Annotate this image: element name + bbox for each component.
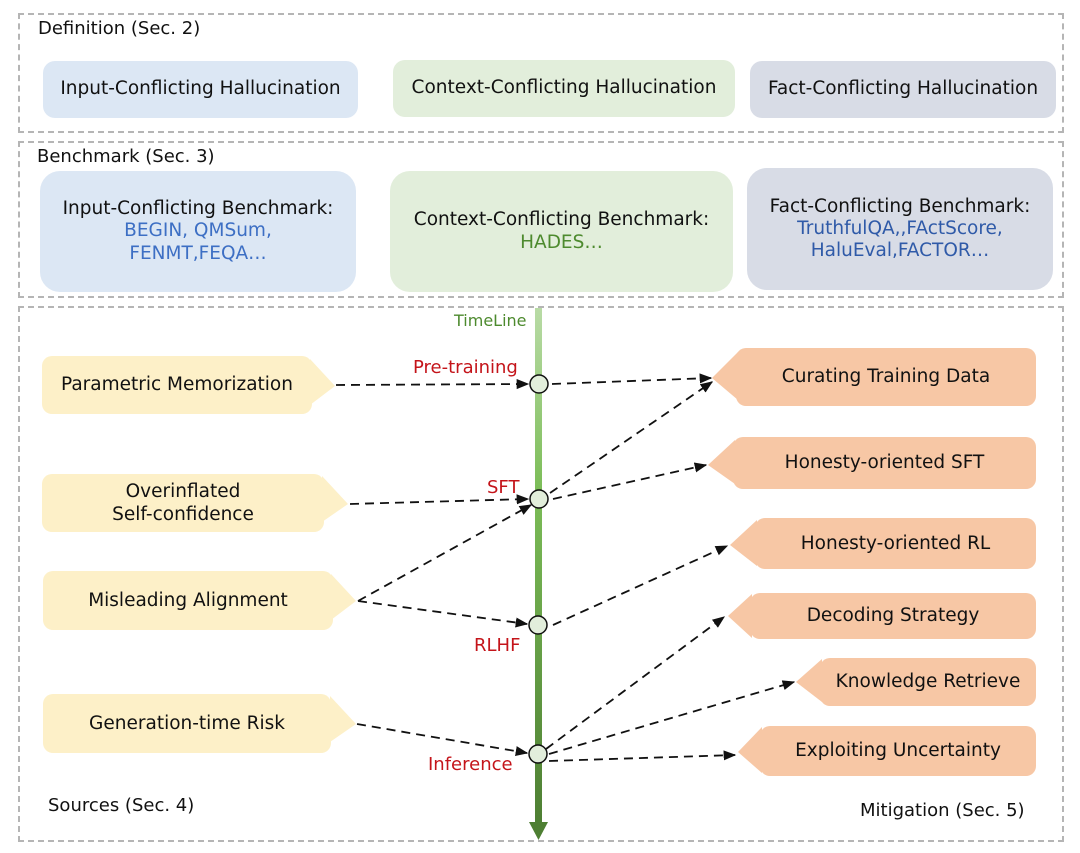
timeline-axis bbox=[535, 308, 542, 824]
edge-inference-decoding bbox=[545, 616, 726, 750]
source-label: Self-confidence bbox=[112, 504, 254, 525]
edge-inference-exploiting bbox=[548, 750, 737, 762]
benchmark-list: BEGIN, QMSum, bbox=[124, 220, 272, 242]
edge-sft-honesty-sft bbox=[552, 462, 708, 500]
stage-node-inference bbox=[528, 744, 548, 764]
definition-fact-conflicting: Fact-Conflicting Hallucination bbox=[750, 61, 1056, 118]
mitigation-honesty-oriented-rl: Honesty-oriented RL bbox=[755, 518, 1036, 569]
mitigation-callout-pointer bbox=[728, 594, 752, 638]
timeline-label: TimeLine bbox=[454, 311, 527, 330]
mitigation-title: Mitigation (Sec. 5) bbox=[860, 800, 1025, 821]
source-label: Parametric Memorization bbox=[61, 374, 293, 396]
stage-label-pretraining: Pre-training bbox=[413, 357, 518, 378]
mitigation-label: Decoding Strategy bbox=[806, 605, 980, 627]
mitigation-label: Honesty-oriented SFT bbox=[784, 452, 985, 474]
benchmark-heading: Fact-Conflicting Benchmark: bbox=[769, 195, 1031, 217]
mitigation-knowledge-retrieve: Knowledge Retrieve bbox=[820, 658, 1036, 706]
edge-pretraining-curating bbox=[551, 373, 713, 385]
edge-overinflated-sft bbox=[349, 494, 530, 505]
source-callout-pointer bbox=[331, 574, 356, 620]
source-label: Overinflated bbox=[125, 480, 241, 502]
definition-label: Context-Conflicting Hallucination bbox=[411, 77, 717, 99]
benchmark-list: TruthfulQA,,FActScore, bbox=[797, 217, 1003, 239]
source-callout-pointer bbox=[322, 476, 348, 522]
timeline-arrowhead bbox=[529, 822, 548, 840]
stage-label-rlhf: RLHF bbox=[474, 635, 521, 656]
edge-inference-knowledge bbox=[548, 680, 796, 755]
definition-label: Input-Conflicting Hallucination bbox=[60, 78, 341, 100]
edge-misleading-sft bbox=[357, 504, 533, 602]
definition-title: Definition (Sec. 2) bbox=[38, 18, 201, 39]
timeline-panel bbox=[18, 306, 1064, 842]
benchmark-panel bbox=[18, 141, 1064, 298]
stage-node-sft bbox=[529, 489, 549, 509]
mitigation-label: Exploiting Uncertainty bbox=[795, 740, 1001, 762]
definition-input-conflicting: Input-Conflicting Hallucination bbox=[43, 61, 358, 118]
edge-parametric-pretraining bbox=[335, 379, 530, 390]
mitigation-callout-pointer bbox=[738, 727, 762, 773]
benchmark-list: FENMT,FEQA… bbox=[129, 242, 267, 264]
benchmark-list: HaluEval,FACTOR… bbox=[810, 240, 990, 262]
source-overinflated-self-confidence: Overinflated Self-confidence bbox=[42, 474, 324, 532]
stage-label-sft: SFT bbox=[487, 477, 520, 498]
mitigation-exploiting-uncertainty: Exploiting Uncertainty bbox=[760, 726, 1036, 776]
benchmark-input-conflicting: Input-Conflicting Benchmark: BEGIN, QMSu… bbox=[40, 171, 356, 292]
benchmark-context-conflicting: Context-Conflicting Benchmark: HADES… bbox=[390, 171, 733, 292]
source-misleading-alignment: Misleading Alignment bbox=[43, 571, 333, 630]
definition-panel bbox=[18, 13, 1064, 133]
mitigation-callout-pointer bbox=[730, 520, 757, 566]
stage-node-rlhf bbox=[528, 615, 548, 635]
stage-node-pretraining bbox=[529, 374, 549, 394]
mitigation-callout-pointer bbox=[796, 659, 822, 702]
source-label: Misleading Alignment bbox=[88, 589, 288, 611]
source-label: Generation-time Risk bbox=[89, 712, 285, 734]
mitigation-honesty-oriented-sft: Honesty-oriented SFT bbox=[733, 437, 1036, 489]
source-callout-pointer bbox=[330, 696, 356, 742]
mitigation-label: Honesty-oriented RL bbox=[800, 532, 991, 554]
mitigation-label: Curating Training Data bbox=[781, 366, 991, 388]
edge-sft-curating bbox=[549, 381, 714, 494]
edge-misleading-rlhf bbox=[357, 600, 529, 628]
source-parametric-memorization: Parametric Memorization bbox=[42, 356, 312, 414]
definition-context-conflicting: Context-Conflicting Hallucination bbox=[393, 60, 735, 117]
definition-label: Fact-Conflicting Hallucination bbox=[767, 78, 1039, 100]
stage-label-inference: Inference bbox=[428, 754, 513, 775]
mitigation-label: Knowledge Retrieve bbox=[835, 671, 1021, 693]
sources-title: Sources (Sec. 4) bbox=[48, 795, 195, 816]
edge-rlhf-honesty-rl bbox=[552, 545, 729, 626]
benchmark-heading: Context-Conflicting Benchmark: bbox=[413, 209, 710, 231]
benchmark-title: Benchmark (Sec. 3) bbox=[37, 146, 215, 167]
mitigation-decoding-strategy: Decoding Strategy bbox=[750, 593, 1036, 639]
edge-generation-inference bbox=[356, 723, 529, 757]
benchmark-fact-conflicting: Fact-Conflicting Benchmark: TruthfulQA,,… bbox=[747, 168, 1053, 290]
mitigation-callout-pointer bbox=[708, 440, 735, 484]
mitigation-callout-pointer bbox=[712, 352, 738, 400]
source-callout-pointer bbox=[310, 359, 335, 405]
benchmark-list: HADES… bbox=[520, 231, 603, 253]
benchmark-heading: Input-Conflicting Benchmark: bbox=[62, 198, 334, 220]
source-generation-time-risk: Generation-time Risk bbox=[43, 694, 331, 753]
mitigation-curating-training-data: Curating Training Data bbox=[736, 348, 1036, 406]
